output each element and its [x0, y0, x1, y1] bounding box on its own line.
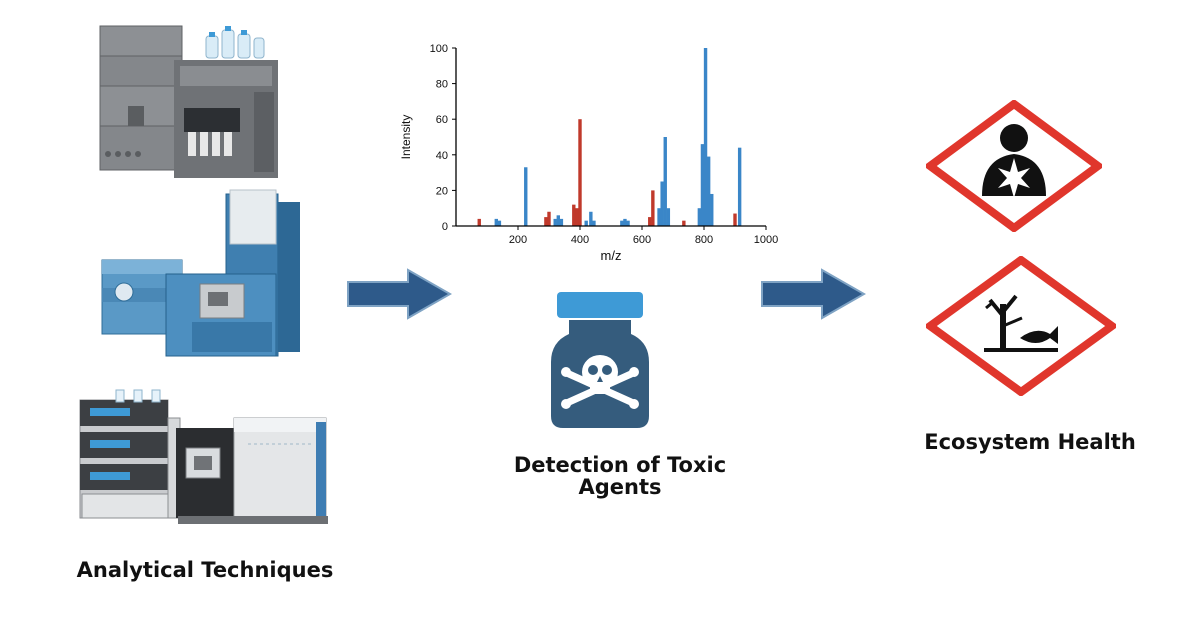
health-hazard-icon: [926, 100, 1102, 232]
environmental-hazard-icon: [926, 256, 1116, 396]
x-tick-label: 400: [571, 234, 589, 246]
spectrum-peak: [706, 156, 711, 226]
spectrum-peak: [497, 220, 502, 226]
spectrum-peak: [575, 208, 579, 226]
caption-ecosystem-health: Ecosystem Health: [924, 430, 1136, 454]
spectrum-peak: [547, 211, 551, 226]
spectrum-peak: [648, 217, 652, 226]
spectrum-peak: [651, 190, 655, 226]
caption-analytical-techniques: Analytical Techniques: [76, 558, 334, 582]
spectrum-peak: [703, 48, 708, 226]
spectrum-peak: [660, 181, 664, 226]
spectrum-peak: [733, 213, 737, 226]
y-tick-label: 60: [436, 114, 448, 126]
x-tick-label: 800: [695, 234, 713, 246]
spectrum-peak: [556, 215, 560, 226]
x-tick-label: 1000: [754, 234, 778, 246]
x-ticks: 200 400 600 800 1000: [509, 226, 778, 246]
lc-system-icon: [99, 25, 278, 178]
spectrum-peak: [592, 220, 596, 226]
y-ticks: 0 20 40 60 80 100: [430, 43, 456, 233]
spectrum-peak: [682, 220, 686, 226]
y-tick-label: 100: [430, 43, 448, 55]
mass-spectrometer-icon: [101, 189, 300, 357]
spectrum-peak: [544, 217, 548, 226]
spectrum-peak: [700, 144, 705, 226]
y-axis-label: Intensity: [399, 115, 413, 160]
spectrum-peak: [620, 220, 624, 226]
spectrum-peak: [589, 211, 593, 226]
spectrum-peak: [663, 137, 667, 226]
skull-crossbones-icon: [561, 355, 639, 409]
spectrum-peak: [666, 208, 671, 226]
spectrum-peak: [494, 218, 498, 226]
spectrum-peak: [477, 218, 481, 226]
spectrum-bars: [477, 48, 742, 226]
x-axis-label: m/z: [601, 248, 622, 263]
y-tick-label: 40: [436, 150, 448, 162]
x-tick-label: 600: [633, 234, 651, 246]
arrow-right-icon: [761, 268, 866, 320]
dead-fish-icon: [1020, 326, 1058, 344]
x-tick-label: 200: [509, 234, 527, 246]
spectrum-peak: [623, 218, 627, 226]
y-tick-label: 20: [436, 185, 448, 197]
spectrum-peak: [697, 208, 702, 226]
spectrum-peak: [626, 220, 630, 226]
spectrum-peak: [524, 167, 528, 226]
spectrum-peak: [737, 147, 742, 226]
spectrum-peak: [553, 218, 557, 226]
spectrum-peak: [572, 204, 576, 226]
caption-detection-of-toxic-agents: Detection of Toxic Agents: [513, 453, 727, 499]
lc-ms-system-icon: [79, 389, 328, 524]
dead-tree-icon: [985, 294, 1023, 348]
poison-bottle-icon: [551, 292, 649, 428]
spectrum-peak: [559, 218, 564, 226]
y-tick-label: 80: [436, 79, 448, 91]
spectrum-peak: [584, 220, 588, 226]
spectrum-peak: [710, 193, 714, 226]
spectrum-peak: [657, 208, 661, 226]
arrow-right-icon: [347, 268, 452, 320]
y-tick-label: 0: [442, 221, 448, 233]
spectrum-peak: [578, 119, 582, 226]
mass-spectrum-chart: 0 20 40 60 80 100 200 400 600 800 1000 m/z Intens…: [399, 43, 778, 263]
